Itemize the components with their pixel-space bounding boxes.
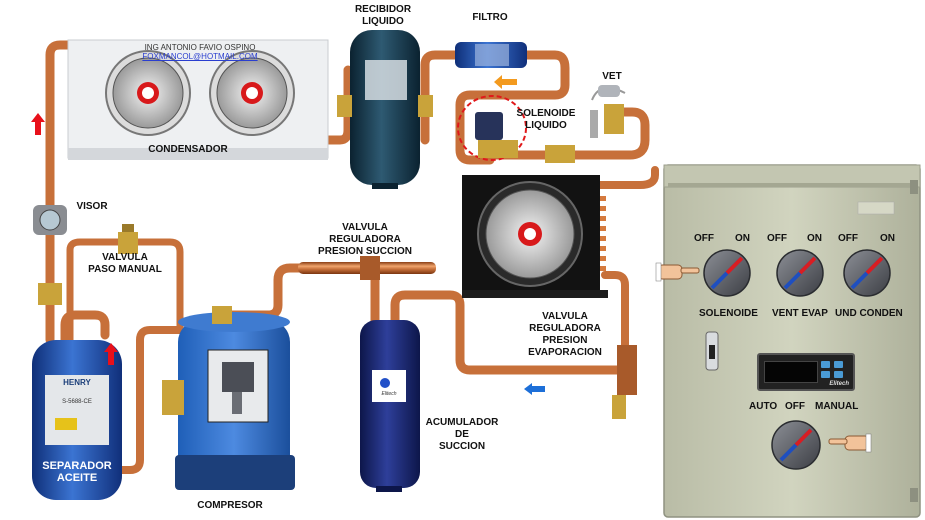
label-solenoide: SOLENOIDE LIQUIDO: [508, 108, 584, 132]
solenoid-valve: [457, 95, 527, 161]
switch-solenoide[interactable]: [703, 249, 751, 297]
switch-und-conden[interactable]: [843, 249, 891, 297]
hand-valve-liquid: [545, 145, 575, 163]
arrow-left-liquid-icon: [494, 75, 517, 89]
label-on-3: ON: [880, 233, 895, 244]
pointing-hand-left-icon: [828, 433, 872, 453]
oil-separator: [32, 340, 122, 500]
label-acumulador: ACUMULADOR DE SUCCION: [418, 417, 506, 453]
label-vrs-line3: PRESION SUCCION: [318, 246, 412, 257]
label-acumulador-line3: SUCCION: [438, 441, 486, 452]
label-valvula-manual: VALVULA PASO MANUAL: [85, 252, 165, 276]
label-vre-line4: EVAPORACION: [528, 347, 602, 358]
label-manual: MANUAL: [815, 401, 859, 412]
label-recibidor-line1: RECIBIDOR: [354, 4, 412, 15]
condenser-unit: [67, 39, 329, 160]
thermostat-brand: Elitech: [829, 381, 849, 387]
henry-model: S-5688-CE: [62, 399, 92, 405]
label-valvula-manual-line1: VALVULA: [102, 252, 148, 263]
label-off-1: OFF: [694, 233, 714, 244]
label-auto: AUTO: [749, 401, 778, 412]
compressor: [162, 306, 295, 490]
expansion-valve: [590, 85, 626, 138]
switch-vent-evap[interactable]: [776, 249, 824, 297]
label-vrs: VALVULA REGULADORA PRESION SUCCION: [310, 222, 420, 258]
suction-accumulator: [360, 320, 420, 492]
label-filtro: FILTRO: [472, 12, 508, 23]
check-valve: [38, 283, 62, 305]
label-separador: SEPARADOR ACEITE: [32, 460, 122, 484]
label-on-1: ON: [735, 233, 750, 244]
arrow-up-separator-icon: [104, 343, 118, 365]
label-off-2: OFF: [767, 233, 787, 244]
label-recibidor-line2: LIQUIDO: [362, 16, 404, 27]
label-valvula-manual-line2: PASO MANUAL: [88, 264, 162, 275]
label-vrs-line2: REGULADORA: [329, 234, 401, 245]
label-off-3: OFF: [838, 233, 858, 244]
suction-pressure-valve: [298, 256, 436, 280]
sight-glass: [33, 205, 67, 235]
flow-arrows: [31, 75, 545, 395]
controller-button[interactable]: [821, 371, 830, 378]
label-condensador: CONDENSADOR: [148, 144, 228, 155]
credit-email-link[interactable]: FOXMANCOL@HOTMAIL.COM: [142, 52, 258, 61]
label-vre-line1: VALVULA: [542, 311, 588, 322]
label-visor: VISOR: [76, 201, 108, 212]
liquid-receiver: [337, 30, 433, 189]
credit-name: ING ANTONIO FAVIO OSPINO: [144, 43, 256, 52]
temperature-controller: Elitech: [757, 353, 855, 391]
label-compresor: COMPRESOR: [197, 500, 263, 511]
label-vre-line3: PRESION: [542, 335, 588, 346]
label-vet: VET: [602, 71, 622, 82]
evaporator-unit: [462, 175, 608, 298]
switch-auto-off-manual[interactable]: [771, 420, 821, 470]
arrow-up-discharge-icon: [31, 113, 45, 135]
label-vre-line2: REGULADORA: [529, 323, 601, 334]
switch-label-solenoide: SOLENOIDE: [699, 308, 758, 319]
label-recibidor: RECIBIDOR LIQUIDO: [348, 4, 418, 28]
accumulator-brand: Elitech: [381, 391, 397, 397]
switch-label-und-conden: UND CONDEN: [835, 308, 903, 319]
manual-valve: [118, 224, 138, 254]
controller-display: [764, 361, 818, 383]
label-acumulador-line1: ACUMULADOR: [425, 417, 499, 428]
label-off-main: OFF: [785, 401, 805, 412]
label-vrs-line1: VALVULA: [342, 222, 388, 233]
pointing-hand-icon: [655, 262, 700, 282]
controller-button[interactable]: [834, 371, 843, 378]
label-separador-line1: SEPARADOR: [42, 460, 112, 472]
controller-button[interactable]: [821, 361, 830, 368]
label-separador-line2: ACEITE: [56, 472, 98, 484]
henry-brand: HENRY: [63, 378, 91, 387]
label-solenoide-line2: LIQUIDO: [525, 120, 567, 131]
switch-label-vent-evap: VENT EVAP: [772, 308, 828, 319]
label-acumulador-line2: DE: [455, 429, 469, 440]
label-vre: VALVULA REGULADORA PRESION EVAPORACION: [520, 311, 610, 359]
filter-drier: [455, 42, 527, 68]
label-solenoide-line1: SOLENOIDE: [516, 108, 576, 119]
label-on-2: ON: [807, 233, 822, 244]
evaporation-pressure-valve: [612, 345, 637, 419]
credit-block: ING ANTONIO FAVIO OSPINO FOXMANCOL@HOTMA…: [140, 43, 260, 61]
controller-button[interactable]: [834, 361, 843, 368]
arrow-left-suction-icon: [524, 383, 545, 395]
